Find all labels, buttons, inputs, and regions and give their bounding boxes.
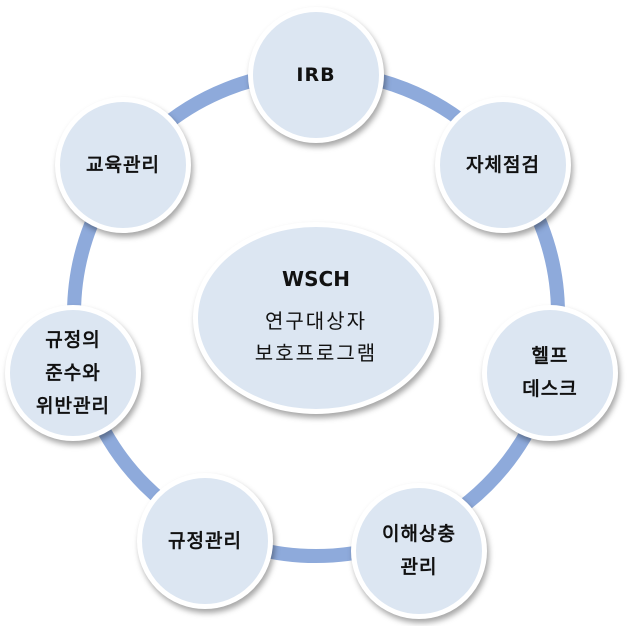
node-conflict-of-interest[interactable]: 이해상충 관리	[351, 483, 487, 619]
center-line-1: 연구대상자	[265, 309, 367, 333]
node-conflict-line-1: 이해상충	[382, 523, 456, 545]
node-irb-label: IRB	[296, 63, 336, 86]
node-education-management-label: 교육관리	[86, 153, 160, 176]
node-compliance-violation[interactable]: 규정의 준수와 위반관리	[5, 305, 141, 441]
node-compliance-line-2: 준수와	[45, 361, 101, 384]
center-title: WSCH	[282, 267, 350, 291]
node-compliance-line-3: 위반관리	[36, 394, 110, 417]
node-education-management[interactable]: 교육관리	[55, 97, 191, 233]
node-regulation-management[interactable]: 규정관리	[137, 473, 273, 609]
node-self-inspection-label: 자체점검	[466, 153, 540, 176]
node-help-desk-line-1: 헬프	[531, 345, 569, 367]
node-conflict-line-2: 관리	[400, 556, 438, 578]
node-regulation-management-label: 규정관리	[168, 529, 242, 552]
node-self-inspection[interactable]: 자체점검	[435, 97, 571, 233]
center-program: WSCH 연구대상자 보호프로그램	[193, 222, 439, 414]
node-help-desk-line-2: 데스크	[522, 378, 578, 400]
center-line-2: 보호프로그램	[254, 341, 378, 365]
node-compliance-line-1: 규정의	[45, 328, 101, 351]
node-help-desk[interactable]: 헬프 데스크	[482, 305, 618, 441]
node-irb[interactable]: IRB	[248, 7, 384, 143]
